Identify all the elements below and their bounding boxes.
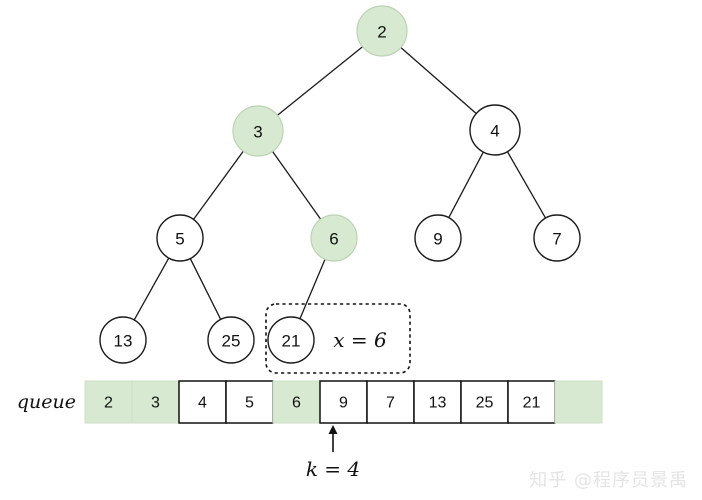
tree-node-label-2: 2 — [377, 23, 386, 42]
tree-edge-n2-n3 — [277, 46, 363, 116]
tree-node-label-6: 6 — [329, 230, 338, 249]
tree-node-7[interactable] — [533, 214, 581, 262]
queue-name-label: queue — [17, 391, 76, 413]
tree-node-label-9: 9 — [433, 230, 442, 249]
queue-cell-value-9: 21 — [523, 395, 541, 412]
tree-node-label-4: 4 — [490, 122, 499, 141]
tree-node-4[interactable] — [469, 104, 521, 156]
queue-cell-4[interactable] — [272, 380, 321, 424]
queue-cell-value-8: 25 — [476, 395, 494, 412]
tree-node-label-3: 3 — [253, 123, 262, 142]
tree-node-label-21: 21 — [282, 332, 301, 351]
tree-node-label-25: 25 — [222, 332, 241, 351]
tree-node-label-5: 5 — [175, 230, 184, 249]
tree-node-25[interactable] — [207, 316, 255, 364]
queue-cell-value-7: 13 — [429, 395, 447, 412]
queue-cell-9[interactable] — [507, 380, 556, 424]
annotation-box: x = 6 — [265, 303, 411, 374]
tree-node-6[interactable] — [310, 214, 358, 262]
pointer-k-label: k = 4 — [306, 457, 360, 481]
tree-edge-n3-n5 — [193, 150, 244, 220]
queue-cell-10[interactable] — [554, 380, 603, 424]
queue-cell-value-6: 7 — [386, 395, 395, 412]
annotation-x-label: x = 6 — [333, 328, 387, 352]
tree-edge-n2-n4 — [400, 46, 477, 115]
pointer-arrow-head — [328, 425, 338, 434]
tree-node-5[interactable] — [156, 214, 204, 262]
tree-node-13[interactable] — [99, 316, 147, 364]
tree-edge-n6-n21 — [299, 258, 326, 320]
queue-cell-2[interactable] — [178, 380, 227, 424]
queue-cell-7[interactable] — [413, 380, 462, 424]
tree-edges — [133, 46, 547, 321]
tree-nodes: 2 3 4 5 6 9 7 13 25 21 — [99, 5, 581, 364]
tree-node-9[interactable] — [414, 214, 462, 262]
tree-edge-n5-n25 — [189, 258, 222, 320]
queue-cell-value-2: 4 — [198, 395, 207, 412]
queue-cell-value-4: 6 — [292, 395, 301, 412]
watermark: 知乎 @程序员景禹 — [529, 470, 688, 491]
queue-cell-value-5: 9 — [339, 395, 348, 412]
tree-edge-n4-n7 — [506, 151, 547, 219]
tree-edge-n5-n13 — [133, 257, 170, 321]
tree-node-label-7: 7 — [552, 230, 561, 249]
queue-cell-6[interactable] — [366, 380, 415, 424]
tree-node-21[interactable] — [267, 316, 315, 364]
queue-array: queue 2 3 4 5 6 9 7 13 25 21 — [17, 380, 603, 424]
queue-cell-value-3: 5 — [245, 395, 254, 412]
tree-node-3[interactable] — [232, 105, 284, 157]
queue-cell-value-1: 3 — [151, 395, 160, 412]
tree-edge-n4-n9 — [448, 151, 484, 218]
queue-pointer: k = 4 — [306, 425, 360, 481]
tree-edge-n3-n6 — [271, 151, 322, 220]
tree-node-2[interactable] — [356, 5, 408, 57]
queue-cell-value-0: 2 — [104, 395, 113, 412]
tree-node-label-13: 13 — [114, 332, 133, 351]
